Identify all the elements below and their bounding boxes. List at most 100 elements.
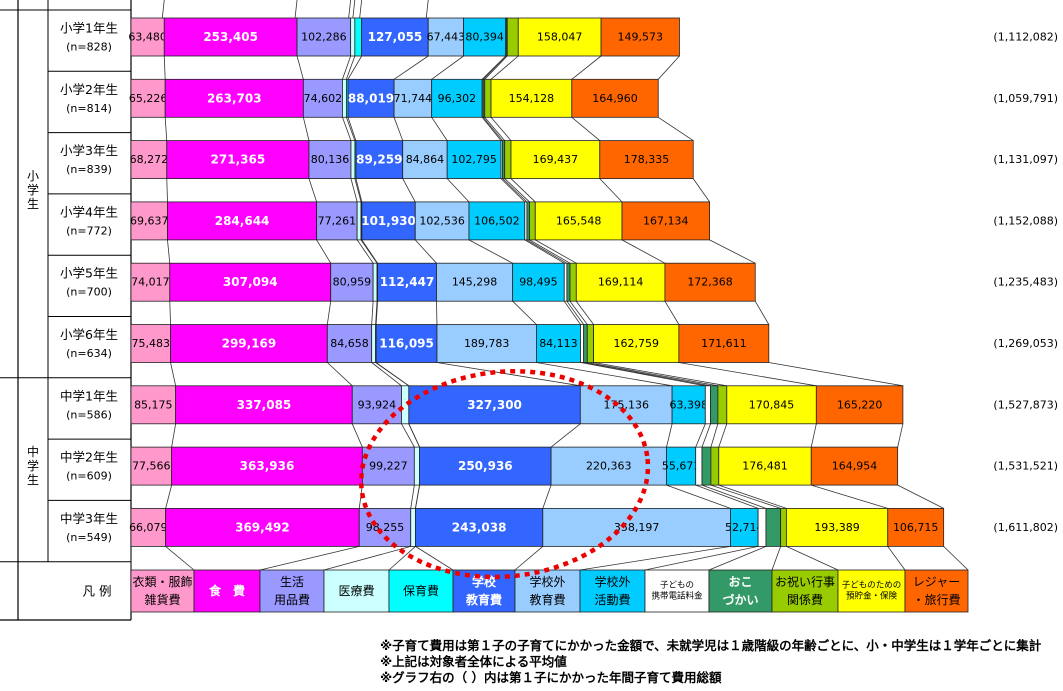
data-label: 65,226	[129, 92, 168, 105]
legend-label: 学校外	[594, 574, 630, 589]
connector-line	[490, 117, 512, 141]
group-label-char: 生	[27, 197, 39, 211]
connector-line	[786, 546, 839, 571]
bar-segment	[413, 446, 420, 486]
connector-line	[709, 239, 756, 264]
bar-segment	[130, 262, 171, 302]
legend-label: ・旅行費	[912, 592, 960, 607]
bar-segment	[490, 78, 573, 118]
row-total: (1,269,053)	[993, 337, 1058, 350]
data-label: 69,637	[130, 214, 169, 227]
connector-line	[402, 178, 416, 203]
connector-line	[436, 362, 581, 387]
bar-segment	[534, 201, 623, 241]
bar-segment	[436, 262, 514, 302]
data-label: 77,261	[318, 214, 357, 227]
legend-swatch	[708, 569, 773, 613]
connector-line	[375, 362, 410, 387]
connector-line	[170, 362, 177, 386]
connector-line	[388, 546, 416, 571]
data-label: 250,936	[458, 459, 513, 473]
connector-line	[169, 301, 171, 325]
legend: 凡 例衣類・服飾雑貨費食 費生活用品費医療費保育費学校教育費学校外教育費学校外活…	[83, 569, 969, 613]
connector-line	[481, 117, 502, 141]
bar-segment	[326, 324, 373, 363]
row-total: (1,112,082)	[993, 31, 1058, 44]
connector-line	[163, 55, 166, 80]
legend-label: 食 費	[208, 583, 245, 598]
bar-segment	[308, 140, 352, 180]
connector-line	[316, 239, 332, 264]
connector-line	[401, 423, 415, 448]
data-label: 102,536	[419, 214, 465, 227]
connector-line	[692, 178, 710, 203]
group-label-char: 学	[27, 458, 39, 473]
connector-line	[360, 239, 378, 264]
bar-segment	[361, 17, 429, 57]
bar-segment	[427, 17, 464, 57]
connector-line	[943, 546, 969, 571]
legend-label: 教育費	[529, 592, 565, 607]
connector-line	[666, 423, 673, 448]
connector-line	[482, 117, 503, 141]
data-label: 369,492	[235, 520, 290, 534]
data-label: 75,483	[132, 337, 171, 350]
connector-line	[342, 117, 352, 141]
row-total: (1,611,802)	[993, 521, 1058, 534]
data-label: 358,197	[614, 521, 660, 534]
connector-line	[482, 55, 507, 80]
connector-line	[695, 484, 759, 509]
connector-line	[502, 178, 528, 203]
data-label: 106,715	[893, 521, 939, 534]
bar-segment	[330, 262, 374, 302]
connector-line	[811, 484, 888, 509]
bar-segment	[175, 385, 353, 425]
bar-segment	[757, 507, 767, 547]
data-label: 176,481	[742, 460, 788, 473]
group-label-char: 小	[27, 169, 39, 183]
category-label: 小学1年生	[60, 21, 118, 36]
data-label: 127,055	[368, 30, 423, 44]
connector-line	[566, 300, 584, 325]
connector-line	[359, 0, 363, 19]
legend-label: 預貯金・保険	[846, 591, 898, 602]
category-label: 中学3年生	[60, 511, 118, 526]
data-label: 154,128	[509, 92, 555, 105]
bar-segment	[354, 17, 363, 57]
connector-line	[351, 423, 363, 448]
connector-line	[710, 484, 781, 509]
bar-segment	[810, 446, 899, 486]
bar-segment	[621, 201, 710, 241]
data-label: 112,447	[380, 275, 435, 289]
bar-segment	[710, 446, 720, 486]
category-label: 小学2年生	[60, 82, 118, 97]
bar-segment	[372, 262, 378, 302]
data-label: 193,389	[814, 521, 860, 534]
connector-line	[754, 300, 770, 325]
connector-line	[678, 362, 817, 387]
connector-line	[504, 178, 530, 203]
data-label: 74,017	[131, 276, 170, 289]
connector-line	[771, 546, 782, 571]
connector-line	[599, 178, 623, 203]
data-label: 263,703	[207, 91, 262, 105]
data-label: 52,714	[725, 521, 764, 534]
connector-line	[657, 55, 680, 80]
bar-segment	[355, 140, 404, 180]
connector-line	[326, 301, 332, 325]
data-label: 80,394	[465, 31, 504, 44]
legend-swatch	[323, 569, 390, 613]
row-total: (1,527,873)	[993, 398, 1058, 411]
connector-line	[621, 239, 666, 264]
category-label: 小学6年生	[60, 327, 118, 342]
connector-line	[490, 55, 519, 80]
group-label-char: 生	[27, 473, 39, 487]
bar-segment	[730, 507, 759, 547]
data-label: 85,175	[134, 398, 173, 411]
connector-line	[529, 239, 571, 264]
data-label: 170,845	[749, 398, 795, 411]
connector-line	[701, 484, 767, 509]
connector-line	[897, 423, 904, 448]
connector-line	[695, 423, 706, 448]
data-label: 66,079	[129, 521, 168, 534]
